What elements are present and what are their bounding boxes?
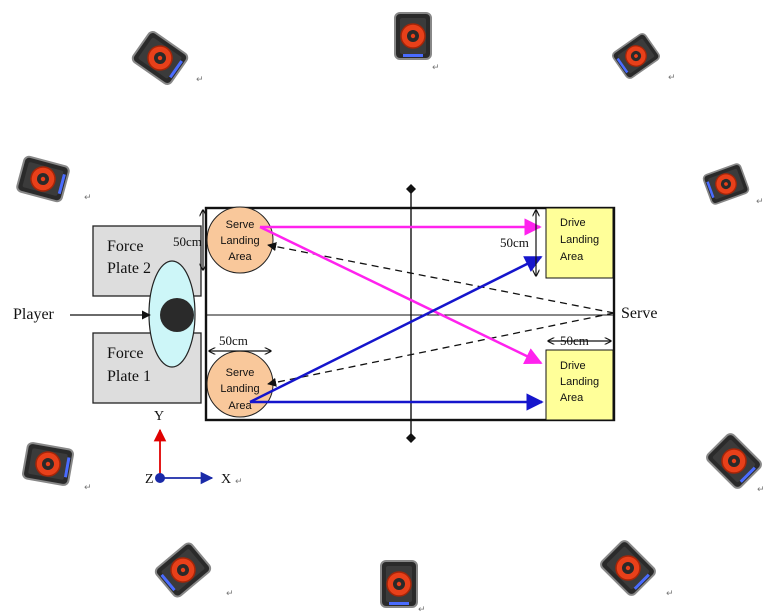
dimension-right-top-label: 50cm: [500, 235, 529, 250]
player-label: Player: [13, 306, 55, 323]
paragraph-mark: ↵: [418, 605, 426, 615]
dimension-right-bottom-label: 50cm: [560, 333, 589, 348]
axis-y-label: Y: [154, 409, 164, 424]
paragraph-mark: ↵: [757, 485, 763, 495]
paragraph-mark: ↵: [84, 193, 92, 203]
motion-capture-camera-icon: [380, 560, 418, 608]
motion-capture-camera-icon: [704, 431, 763, 491]
drive-trajectory-magenta-cross: [259, 225, 543, 365]
paragraph-mark: ↵: [235, 477, 243, 487]
axis-x-label: X: [221, 472, 231, 487]
axis-origin: [155, 473, 165, 483]
motion-capture-camera-icon: [598, 538, 658, 598]
motion-capture-camera-icon: [394, 12, 432, 60]
paragraph-mark: ↵: [226, 589, 234, 599]
serve-trajectory-bottom: [267, 312, 615, 387]
paragraph-mark: ↵: [666, 589, 674, 599]
net-post-bottom: [406, 433, 416, 443]
serve-trajectory-top: [267, 242, 615, 314]
serve-landing-area-top: [206, 206, 274, 274]
net-post-top: [406, 184, 416, 194]
table-outline: [204, 206, 616, 422]
drive-trajectory-blue-cross: [249, 255, 543, 404]
dimension-left-bottom-label: 50cm: [219, 333, 248, 348]
dimension-left-top-label: 50cm: [173, 234, 202, 249]
paragraph-mark: ↵: [668, 73, 676, 83]
motion-capture-camera-icon: [152, 540, 214, 600]
motion-capture-camera-icon: [129, 29, 191, 87]
player-head: [160, 298, 194, 332]
paragraph-mark: ↵: [196, 75, 204, 85]
paragraph-mark: ↵: [432, 63, 440, 73]
drive-landing-area-bottom: [545, 349, 614, 421]
paragraph-marks: ↵ ↵ ↵ ↵ ↵ ↵ ↵ ↵ ↵ ↵ ↵: [84, 63, 763, 615]
serve-label: Serve: [621, 305, 657, 322]
paragraph-mark: ↵: [756, 197, 763, 207]
drive-landing-area-top: [545, 207, 614, 279]
paragraph-mark: ↵: [84, 483, 92, 493]
motion-capture-camera-icon: [701, 162, 751, 206]
motion-capture-camera-icon: [21, 441, 75, 487]
axis-z-label: Z: [145, 472, 154, 487]
motion-capture-camera-icon: [610, 31, 662, 81]
motion-capture-camera-icon: [15, 154, 71, 204]
